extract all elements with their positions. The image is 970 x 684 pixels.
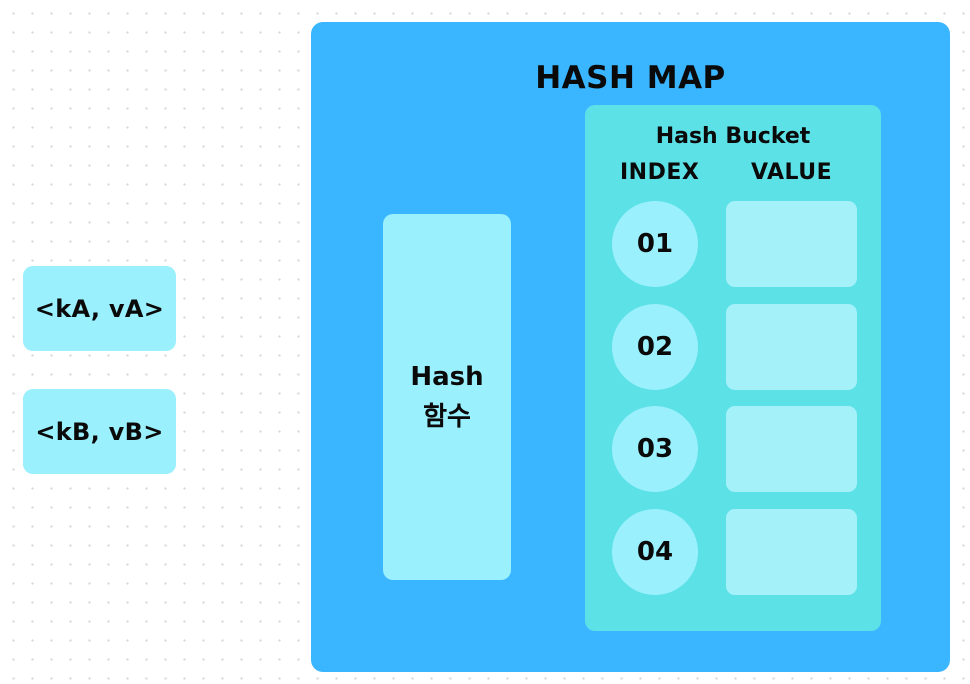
- index-circle: 04: [612, 509, 698, 595]
- bucket-row-3: 03: [612, 406, 857, 492]
- index-circle: 01: [612, 201, 698, 287]
- value-slot: [726, 304, 857, 390]
- value-column-header: VALUE: [751, 160, 833, 185]
- value-slot: [726, 406, 857, 492]
- value-slot: [726, 201, 857, 287]
- bucket-row-2: 02: [612, 304, 857, 390]
- bucket-row-4: 04: [612, 509, 857, 595]
- hash-bucket-title: Hash Bucket: [655, 124, 811, 149]
- hash-map-container: HASH MAP Hash 함수 Hash Bucket INDEX VALUE…: [311, 22, 950, 672]
- hash-function-label-line2: 함수: [423, 402, 471, 432]
- hash-bucket: Hash Bucket INDEX VALUE 01 02 03 04: [585, 105, 881, 631]
- key-value-pair-b: <kB, vB>: [23, 389, 176, 474]
- index-circle: 02: [612, 304, 698, 390]
- hash-function-box: Hash 함수: [383, 214, 511, 580]
- hash-function-label-line1: Hash: [410, 362, 484, 392]
- bucket-row-1: 01: [612, 201, 857, 287]
- value-slot: [726, 509, 857, 595]
- index-column-header: INDEX: [620, 160, 700, 185]
- index-circle: 03: [612, 406, 698, 492]
- hash-map-title: HASH MAP: [535, 60, 726, 96]
- key-value-pair-a: <kA, vA>: [23, 266, 176, 351]
